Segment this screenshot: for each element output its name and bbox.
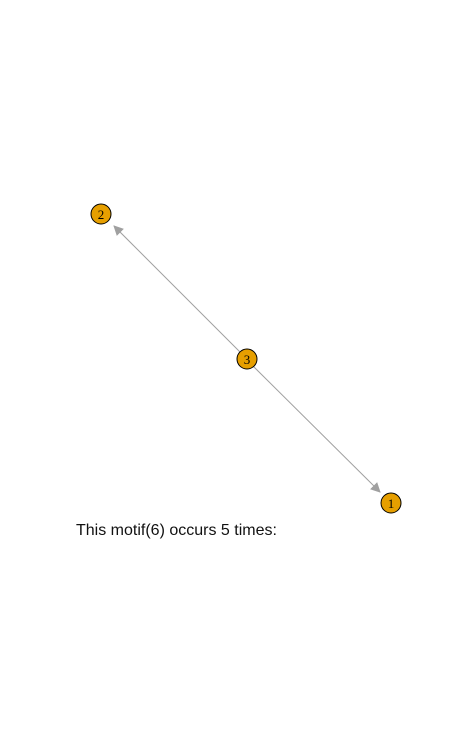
node-2-label: 2 xyxy=(98,207,105,222)
node-3-label: 3 xyxy=(244,352,251,367)
node-1: 1 xyxy=(380,492,402,514)
edge-3-to-2 xyxy=(113,225,241,353)
node-2: 2 xyxy=(90,203,112,225)
node-1-circle xyxy=(380,492,402,514)
node-3-circle xyxy=(236,348,258,370)
node-3: 3 xyxy=(236,348,258,370)
edge-3-to-1 xyxy=(252,365,381,493)
node-1-label: 1 xyxy=(388,496,395,511)
motif-caption: This motif(6) occurs 5 times: xyxy=(76,522,277,539)
node-2-circle xyxy=(90,203,112,225)
